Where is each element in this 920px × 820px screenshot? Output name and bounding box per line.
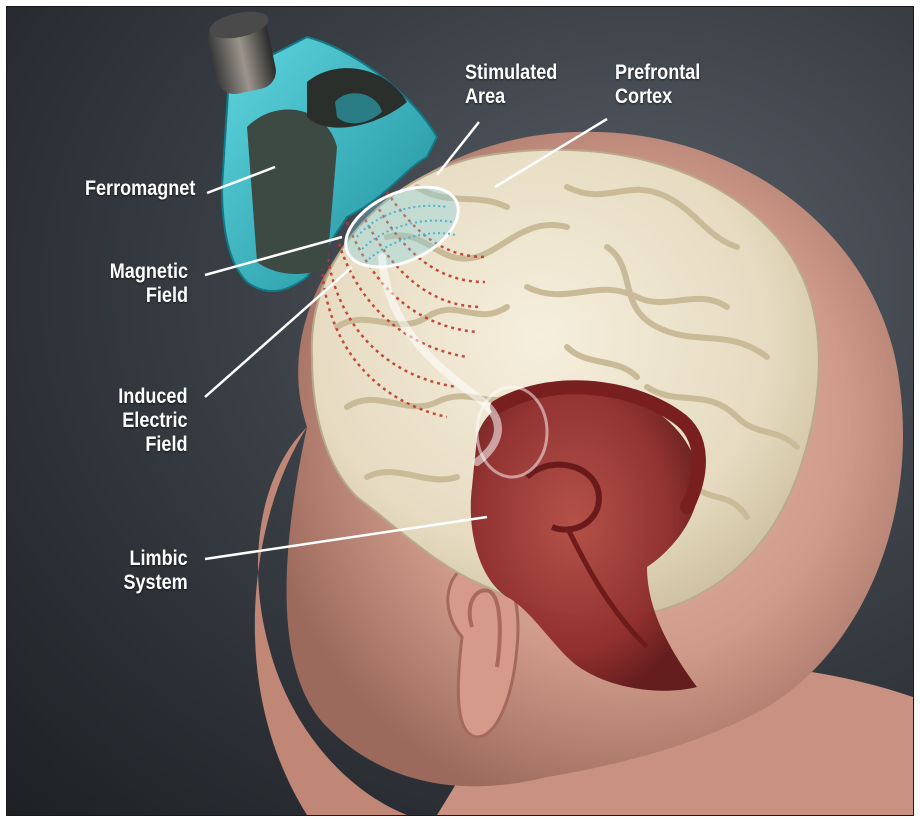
illustration-frame: Ferromagnet Magnetic Field Induced Elect… (6, 6, 914, 816)
label-stimulated-line1: Stimulated (465, 61, 557, 85)
label-limbic-system: Limbic System (124, 547, 188, 595)
label-induced-line3: Field (119, 433, 188, 457)
label-limbic-line1: Limbic (124, 547, 188, 571)
label-induced-electric-field: Induced Electric Field (119, 385, 188, 457)
label-stimulated-area: Stimulated Area (465, 61, 557, 109)
label-ferromagnet: Ferromagnet (85, 177, 195, 201)
label-prefrontal-cortex: Prefrontal Cortex (615, 61, 700, 109)
label-prefrontal-line1: Prefrontal (615, 61, 700, 85)
label-limbic-line2: System (124, 571, 188, 595)
label-ferromagnet-line1: Ferromagnet (85, 177, 195, 201)
label-magnetic-field: Magnetic Field (110, 260, 188, 308)
label-prefrontal-line2: Cortex (615, 85, 700, 109)
label-magnetic-field-line2: Field (110, 284, 188, 308)
label-induced-line2: Electric (119, 409, 188, 433)
label-induced-line1: Induced (119, 385, 188, 409)
label-stimulated-line2: Area (465, 85, 557, 109)
label-magnetic-field-line1: Magnetic (110, 260, 188, 284)
